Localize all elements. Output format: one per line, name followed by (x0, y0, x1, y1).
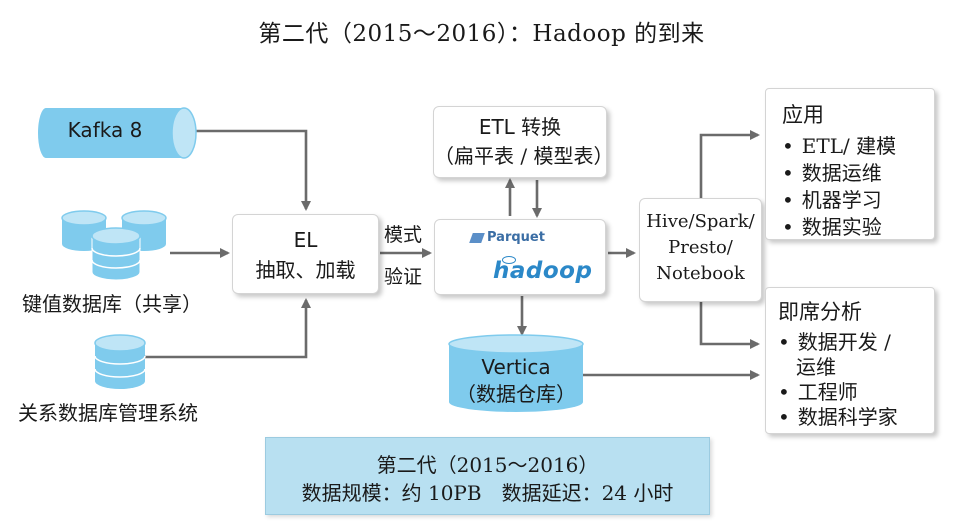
summary-banner: 第二代（2015～2016） 数据规模：约 10PB 数据延迟：24 小时 (265, 437, 710, 515)
kv-database-icon (61, 210, 167, 281)
applications-item: 数据实验 (782, 214, 934, 241)
adhoc-item: 运维 (796, 355, 836, 379)
el-subtitle: 抽取、加载 (255, 258, 356, 282)
data-lake-box: Parquet hadoop (434, 219, 606, 295)
adhoc-item: 数据科学家 (778, 405, 934, 430)
hadoop-elephant-icon (502, 256, 516, 264)
el-box: EL 抽取、加载 (232, 214, 379, 294)
vertica-label: Vertica （数据仓库） (446, 354, 586, 408)
summary-generation: 第二代（2015～2016） (376, 453, 599, 477)
engines-line-1: Hive/Spark/ (646, 211, 755, 232)
rdbms-label: 关系数据库管理系统 (18, 401, 198, 425)
kafka-cylinder-icon (38, 107, 197, 159)
el-title: EL (293, 228, 318, 252)
engines-line-2: Presto/ (668, 237, 733, 258)
adhoc-item: 工程师 (778, 380, 934, 405)
parquet-label: Parquet (487, 230, 545, 245)
rdbms-database-icon (94, 334, 146, 389)
applications-item: ETL/ 建模 (782, 133, 934, 160)
arrow-engines-to-apps (699, 130, 760, 198)
vertica-subtitle: （数据仓库） (456, 382, 576, 406)
kafka-label: Kafka 8 (67, 118, 143, 142)
schema-label-line2: 验证 (384, 266, 423, 288)
applications-item: 机器学习 (782, 187, 934, 214)
adhoc-item: 数据开发 / (778, 330, 934, 355)
diagram-title: 第二代（2015～2016）：Hadoop 的到来 (258, 21, 705, 47)
vertica-title: Vertica (481, 355, 551, 379)
etl-subtitle: （扁平表 / 模型表） (434, 144, 614, 168)
applications-box: 应用 ETL/ 建模 数据运维 机器学习 数据实验 (765, 88, 935, 240)
etl-box: ETL 转换 （扁平表 / 模型表） (433, 106, 614, 178)
arrow-rdbms-to-el (145, 298, 311, 359)
etl-title: ETL 转换 (478, 115, 562, 139)
query-engines-box: Hive/Spark/ Presto/ Notebook (639, 198, 762, 302)
parquet-logo: Parquet (469, 230, 545, 245)
schema-validation-label: 模式 验证 (384, 214, 430, 298)
summary-metrics: 数据规模：约 10PB 数据延迟：24 小时 (301, 481, 674, 505)
applications-heading: 应用 (782, 103, 824, 127)
schema-label-line1: 模式 (384, 224, 423, 246)
kv-database-label: 键值数据库（共享） (22, 292, 202, 316)
applications-item: 数据运维 (782, 160, 934, 187)
vertica-cylinder-icon (448, 334, 584, 412)
adhoc-heading: 即席分析 (778, 300, 862, 324)
arrow-kafka-to-el (196, 129, 311, 211)
parquet-icon (469, 232, 485, 243)
arrow-engines-to-adhoc (699, 302, 760, 349)
adhoc-analysis-box: 即席分析 数据开发 / 运维 工程师 数据科学家 (765, 287, 935, 434)
engines-line-3: Notebook (656, 263, 745, 284)
